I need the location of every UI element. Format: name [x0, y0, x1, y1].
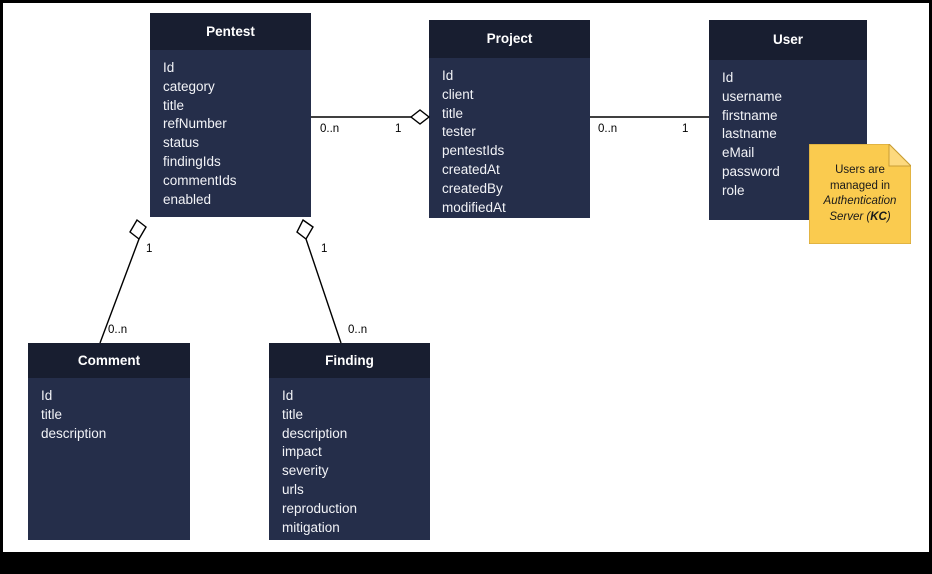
class-attribute: Id — [442, 68, 454, 83]
multiplicity-label: 0..n — [348, 324, 368, 336]
multiplicity-label: 1 — [146, 243, 153, 255]
class-attribute: eMail — [722, 145, 755, 161]
class-attribute: title — [41, 406, 63, 422]
class-name-user: User — [709, 20, 867, 60]
class-attribute: password — [722, 163, 780, 179]
class-attributes-finding: Id title description impact severity urls repr… — [269, 378, 430, 537]
class-attribute: enabled — [163, 191, 212, 207]
frame-left-border — [0, 0, 3, 552]
multiplicity-label: 0..n — [598, 123, 618, 135]
frame-right-border — [929, 0, 932, 552]
class-attribute: modifiedAt — [442, 199, 506, 215]
note-line: Server (KC) — [829, 210, 890, 226]
note-line-emphasis: ) — [886, 210, 891, 223]
class-attribute: findingIds — [163, 153, 221, 169]
edge-pentest-finding — [296, 218, 342, 344]
class-attribute: description — [41, 425, 107, 441]
multiplicity-label: 1 — [321, 243, 328, 255]
class-attribute: createdBy — [442, 180, 503, 196]
class-attribute: createdAt — [442, 161, 500, 177]
class-attribute: category — [163, 78, 215, 94]
frame-top-border — [0, 0, 932, 3]
class-attribute: Id — [41, 388, 53, 403]
class-attribute: pentestIds — [442, 143, 505, 159]
note-line-emphasis: Server ( — [829, 210, 871, 223]
class-attribute: title — [282, 406, 304, 422]
class-attribute: username — [722, 88, 783, 104]
multiplicity-label: 1 — [395, 123, 402, 135]
class-name-finding: Finding — [269, 343, 430, 378]
multiplicity-label: 0..n — [320, 123, 340, 135]
class-attribute: mitigation — [282, 519, 340, 535]
class-attribute: commentIds — [163, 172, 237, 188]
aggregation-diamond-icon — [409, 109, 431, 125]
class-attribute: reproduction — [282, 500, 358, 516]
class-attribute: client — [442, 86, 474, 102]
class-attribute: urls — [282, 481, 304, 497]
class-name-pentest: Pentest — [150, 13, 311, 50]
class-attributes-comment: Id title description — [28, 378, 190, 443]
note-line: managed in — [829, 179, 891, 192]
class-attribute: title — [163, 97, 185, 113]
class-attribute: title — [442, 105, 464, 121]
class-attribute: tester — [442, 124, 476, 140]
class-attribute: Id — [163, 60, 175, 75]
frame-bottom-border — [0, 552, 932, 574]
class-attributes-pentest: Id category title refNumber status findingIds… — [150, 50, 311, 209]
class-attribute: Id — [282, 388, 294, 403]
multiplicity-label: 0..n — [108, 324, 128, 336]
note-line: Users are — [835, 164, 885, 176]
note-line-strong: KC — [870, 210, 887, 223]
class-attribute: Id — [722, 70, 734, 85]
class-attribute: refNumber — [163, 116, 227, 132]
multiplicity-label: 1 — [682, 123, 689, 135]
note-shape-icon — [808, 142, 913, 245]
note-line-emphasis: Authentication — [823, 195, 897, 207]
class-attribute: description — [282, 425, 348, 441]
class-attributes-user: Id username firstname lastname eMail password… — [709, 60, 867, 201]
class-attributes-project: Id client title tester pentestIds createdAt cr… — [429, 58, 590, 217]
class-attribute: severity — [282, 463, 329, 479]
aggregation-diamond-icon — [129, 218, 147, 241]
class-attribute: impact — [282, 444, 322, 460]
class-attribute: status — [163, 135, 200, 151]
class-attribute: firstname — [722, 107, 778, 123]
note-line: Authentication — [824, 194, 897, 210]
class-attribute: role — [722, 182, 745, 198]
aggregation-diamond-icon — [296, 218, 314, 241]
edge-pentest-project — [311, 109, 431, 125]
class-name-comment: Comment — [28, 343, 190, 378]
class-attribute: lastname — [722, 126, 777, 142]
class-name-project: Project — [429, 20, 590, 58]
